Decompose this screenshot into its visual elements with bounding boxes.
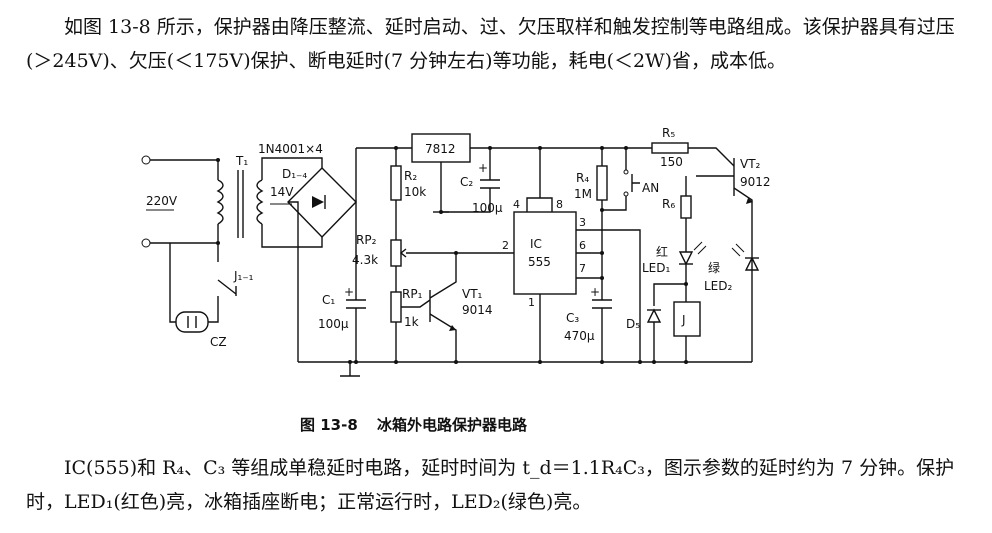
button-an xyxy=(631,174,640,192)
diodes-spec-label: 1N4001×4 xyxy=(258,142,323,156)
relay-contact-label: J₁₋₁ xyxy=(233,269,254,283)
led1 xyxy=(678,251,694,266)
r2-value: 10k xyxy=(404,185,426,199)
c2-value: 100μ xyxy=(472,201,503,215)
description-paragraph: IC(555)和 R₄、C₃ 等组成单稳延时电路，延时时间为 t_d＝1.1R₄… xyxy=(26,457,955,513)
resistor-r6 xyxy=(680,195,692,219)
led2-label: LED₂ xyxy=(704,279,733,293)
input-voltage-label: 220V xyxy=(146,194,178,208)
r5-label: R₅ xyxy=(662,126,675,140)
r4-label: R₄ xyxy=(576,171,589,185)
input-terminal-bottom xyxy=(141,238,151,248)
transformer-secondary xyxy=(256,179,264,225)
potentiometer-rp2 xyxy=(390,239,402,267)
svg-text:4: 4 xyxy=(513,198,520,211)
caption-title: 冰箱外电路保护器电路 xyxy=(377,416,528,434)
svg-text:6: 6 xyxy=(579,239,586,252)
input-terminal-top xyxy=(141,155,151,165)
rp2-value: 4.3k xyxy=(352,253,378,267)
c2-label: C₂ xyxy=(460,175,473,189)
vt2-label: VT₂ xyxy=(740,157,761,171)
relay-coil xyxy=(673,301,701,337)
socket-cz xyxy=(175,311,209,333)
vt1-label: VT₁ xyxy=(462,287,483,301)
r5-value: 150 xyxy=(660,155,683,169)
ground-symbol xyxy=(340,362,360,377)
led2-color-label: 绿 xyxy=(708,260,720,275)
potentiometer-rp1 xyxy=(390,291,402,323)
intro-paragraph: 如图 13-8 所示，保护器由降压整流、延时启动、过、欠压取样和触发控制等电路组… xyxy=(26,16,955,72)
svg-text:+: + xyxy=(590,285,600,299)
socket-label: CZ xyxy=(210,335,227,349)
r6-label: R₆ xyxy=(662,197,675,211)
c1-label: C₁ xyxy=(322,293,335,307)
svg-text:7: 7 xyxy=(579,262,586,275)
r4-value: 1M xyxy=(574,187,592,201)
caption-number: 图 13-8 xyxy=(300,416,358,434)
transformer-label: T₁ xyxy=(235,154,248,168)
relay-contact xyxy=(217,243,237,296)
resistor-r2 xyxy=(390,165,402,201)
ic-label: IC xyxy=(530,237,542,251)
c3-value: 470μ xyxy=(564,329,595,343)
rp1-value: 1k xyxy=(404,315,419,329)
bridge-rectifier xyxy=(287,167,357,239)
regulator-label: 7812 xyxy=(425,142,456,156)
led1-label: LED₁ xyxy=(642,261,671,275)
svg-text:+: + xyxy=(344,285,354,299)
d5-label: D₅ xyxy=(626,317,640,331)
svg-text:8: 8 xyxy=(556,198,563,211)
an-label: AN xyxy=(642,181,659,195)
secondary-voltage-label: 14V xyxy=(270,185,294,199)
relay-label: J xyxy=(681,313,686,327)
led1-color-label: 红 xyxy=(656,244,668,259)
vt2-value: 9012 xyxy=(740,175,771,189)
resistor-r4 xyxy=(596,165,608,201)
r2-label: R₂ xyxy=(404,169,417,183)
rp1-label: RP₁ xyxy=(402,287,423,301)
resistor-r5 xyxy=(651,142,689,154)
ic-value: 555 xyxy=(528,255,551,269)
svg-text:2: 2 xyxy=(502,239,509,252)
ic-555 xyxy=(513,211,577,295)
vt1-value: 9014 xyxy=(462,303,493,317)
transformer-primary xyxy=(216,179,224,225)
figure-caption: 图 13-8 冰箱外电路保护器电路 xyxy=(300,414,541,435)
diodes-ref-label: D₁₋₄ xyxy=(282,167,307,181)
svg-text:+: + xyxy=(478,161,488,175)
diode-d5 xyxy=(646,308,662,323)
rp2-label: RP₂ xyxy=(356,233,377,247)
svg-text:1: 1 xyxy=(528,296,535,309)
c1-value: 100μ xyxy=(318,317,349,331)
c3-label: C₃ xyxy=(566,311,579,325)
svg-text:3: 3 xyxy=(579,216,586,229)
